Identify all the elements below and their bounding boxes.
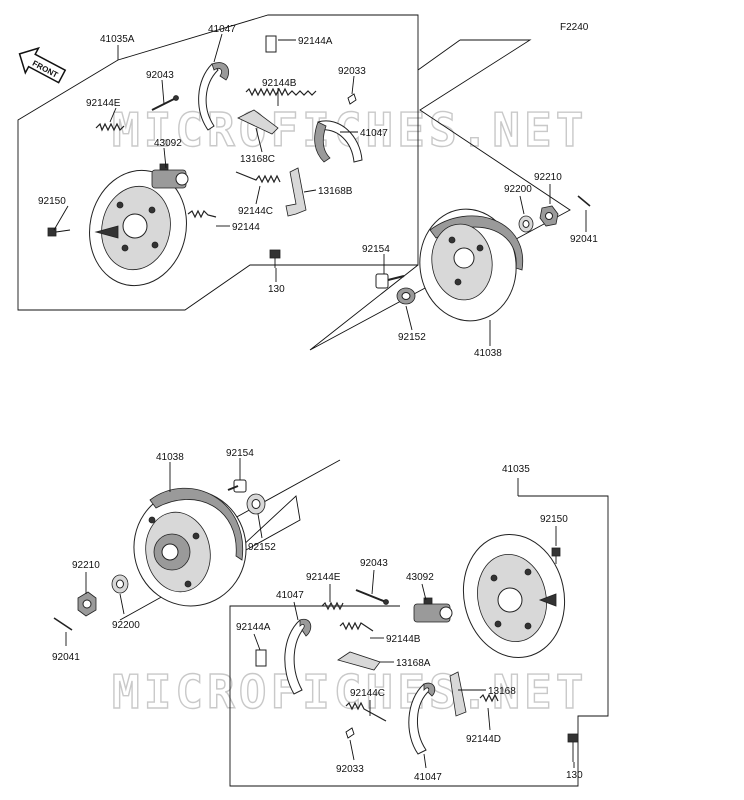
bottom-label-130: 130 bbox=[566, 770, 583, 781]
front-arrow-icon: FRONT bbox=[18, 46, 67, 84]
top-label-92041: 92041 bbox=[570, 234, 598, 245]
top-seal bbox=[396, 287, 416, 305]
bottom-label-92200: 92200 bbox=[112, 620, 140, 631]
bottom-cotter-pin bbox=[53, 617, 73, 631]
bottom-bolt-92150 bbox=[551, 547, 561, 564]
top-kit-frame bbox=[17, 14, 419, 311]
bottom-leaders bbox=[65, 458, 575, 769]
top-label-92043: 92043 bbox=[146, 70, 174, 81]
top-label-92144e: 92144E bbox=[86, 98, 121, 109]
top-assembly: 41035A 41047 92144A 92043 92144E 92144B … bbox=[17, 14, 598, 359]
top-backing-plate bbox=[89, 169, 187, 287]
bottom-brake-shoe-b bbox=[408, 682, 436, 755]
top-label-43092: 43092 bbox=[154, 138, 182, 149]
top-label-92144a: 92144A bbox=[298, 36, 333, 47]
bottom-spring-92144d bbox=[479, 693, 499, 703]
top-spring-92144c bbox=[235, 171, 281, 184]
top-leaders bbox=[53, 33, 587, 346]
top-brake-drum bbox=[419, 208, 524, 322]
bottom-label-92154: 92154 bbox=[226, 448, 254, 459]
top-label-92144: 92144 bbox=[232, 222, 260, 233]
bottom-brake-shoe-a bbox=[284, 618, 312, 695]
top-label-92200: 92200 bbox=[504, 184, 532, 195]
top-spring-92144 bbox=[187, 209, 217, 219]
bottom-label-92144e: 92144E bbox=[306, 572, 341, 583]
bottom-spring-92144b bbox=[339, 621, 374, 632]
bottom-label-13168: 13168 bbox=[488, 686, 516, 697]
bottom-label-92041: 92041 bbox=[52, 652, 80, 663]
top-label-92144b: 92144B bbox=[262, 78, 297, 89]
top-lever-13168c bbox=[237, 109, 279, 135]
bottom-kit-frame bbox=[229, 495, 609, 787]
bottom-spring-92144e bbox=[321, 601, 344, 611]
top-label-92154: 92154 bbox=[362, 244, 390, 255]
bottom-label-41047-a: 41047 bbox=[276, 590, 304, 601]
top-label-13168c: 13168C bbox=[240, 154, 275, 165]
top-label-41035a: 41035A bbox=[100, 34, 135, 45]
top-drum-frame bbox=[309, 39, 571, 351]
bottom-label-92150: 92150 bbox=[540, 514, 568, 525]
top-frame-connector bbox=[417, 39, 461, 71]
bottom-label-92043: 92043 bbox=[360, 558, 388, 569]
bottom-spring-92144c bbox=[345, 701, 387, 722]
top-stud bbox=[375, 273, 405, 289]
top-spring-92144e bbox=[95, 122, 125, 132]
bottom-label-13168a: 13168A bbox=[396, 658, 431, 669]
bottom-label-92152: 92152 bbox=[248, 542, 276, 553]
bottom-washer bbox=[111, 574, 129, 594]
top-label-130: 130 bbox=[268, 284, 285, 295]
bottom-lever-13168 bbox=[449, 671, 467, 717]
watermark-bottom: MICROFICHES.NET bbox=[112, 665, 587, 719]
bottom-label-41047-b: 41047 bbox=[414, 772, 442, 783]
bottom-label-92144a: 92144A bbox=[236, 622, 271, 633]
top-label-92144c: 92144C bbox=[238, 206, 273, 217]
bottom-label-92144b: 92144B bbox=[386, 634, 421, 645]
top-nut bbox=[539, 205, 559, 227]
top-retainer bbox=[347, 93, 357, 105]
bottom-backing-plate bbox=[462, 533, 566, 659]
bottom-label-41038: 41038 bbox=[156, 452, 184, 463]
top-label-41047-a: 41047 bbox=[208, 24, 236, 35]
bottom-retainer bbox=[345, 727, 355, 739]
top-label-92150: 92150 bbox=[38, 196, 66, 207]
top-lever-13168b bbox=[285, 167, 307, 217]
top-bolt-130 bbox=[269, 249, 281, 268]
top-wheel-cylinder bbox=[151, 163, 189, 189]
bottom-stud bbox=[227, 479, 247, 493]
watermark-top: MICROFICHES.NET bbox=[112, 103, 587, 157]
bottom-label-92210: 92210 bbox=[72, 560, 100, 571]
top-label-92210: 92210 bbox=[534, 172, 562, 183]
top-label-92033: 92033 bbox=[338, 66, 366, 77]
bottom-label-43092: 43092 bbox=[406, 572, 434, 583]
top-label-92152: 92152 bbox=[398, 332, 426, 343]
top-spring-92144b bbox=[245, 87, 317, 97]
bottom-assembly: 41038 92154 92152 92210 92200 92041 4103… bbox=[52, 448, 609, 787]
top-brake-shoe-b bbox=[314, 120, 363, 163]
top-brake-shoe-a bbox=[198, 62, 229, 131]
top-cotter-pin bbox=[577, 195, 591, 207]
top-label-41047-b: 41047 bbox=[360, 128, 388, 139]
top-label-41038: 41038 bbox=[474, 348, 502, 359]
bottom-clip bbox=[255, 649, 267, 667]
top-label-13168b: 13168B bbox=[318, 186, 353, 197]
bottom-brake-drum bbox=[133, 487, 247, 607]
top-bolt-92150 bbox=[47, 227, 71, 237]
top-clip bbox=[265, 35, 277, 53]
bottom-label-92033: 92033 bbox=[336, 764, 364, 775]
bottom-label-41035: 41035 bbox=[502, 464, 530, 475]
bottom-nut bbox=[77, 591, 97, 617]
bottom-label-92144c: 92144C bbox=[350, 688, 385, 699]
bottom-label-92144d: 92144D bbox=[466, 734, 501, 745]
bottom-bolt-130 bbox=[567, 733, 579, 762]
bottom-seal bbox=[246, 493, 266, 515]
bottom-pin bbox=[355, 589, 389, 605]
figure-code: F2240 bbox=[560, 22, 589, 33]
top-washer bbox=[518, 215, 534, 233]
bottom-wheel-cylinder bbox=[413, 597, 453, 623]
